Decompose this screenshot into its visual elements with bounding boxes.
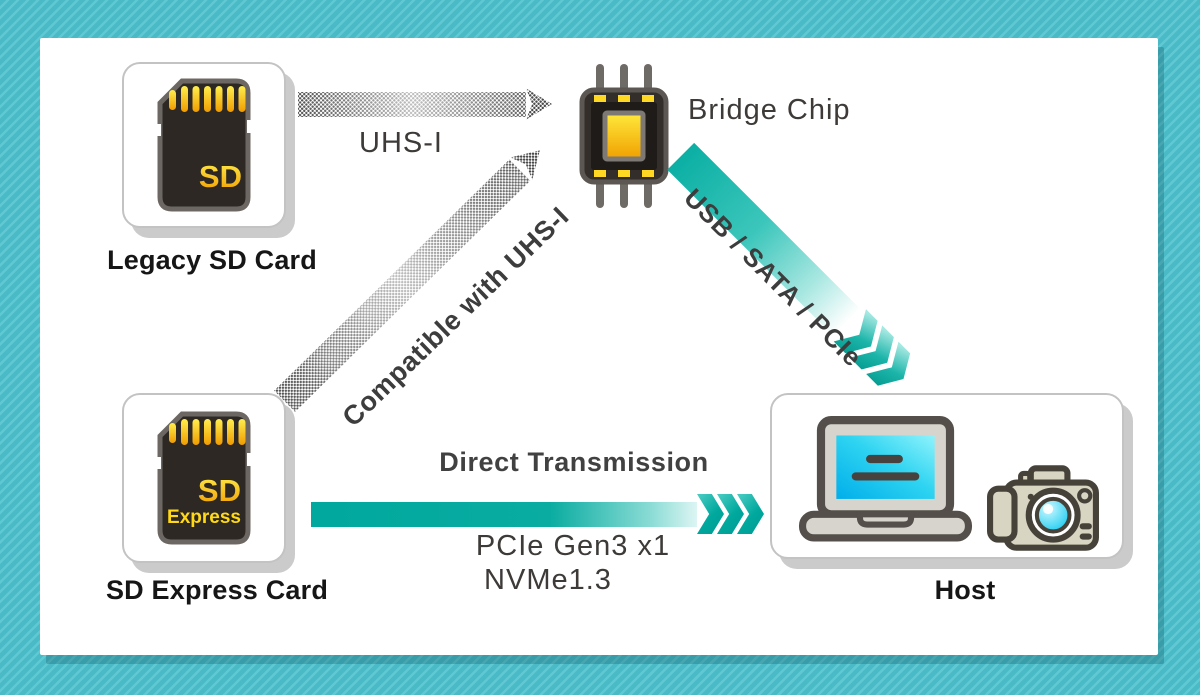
sd-express-card-box: SD Express bbox=[122, 393, 286, 563]
legacy-sd-card-box: SD bbox=[122, 62, 286, 228]
uhs1-arrowhead-icon bbox=[526, 88, 552, 120]
bridge-chip-icon bbox=[579, 64, 669, 208]
direct-transmission-label: Direct Transmission bbox=[439, 447, 709, 477]
direct-transmission-arrow bbox=[311, 494, 764, 534]
legacy-sd-card-label: Legacy SD Card bbox=[107, 245, 317, 275]
sd-express-text-bottom: Express bbox=[167, 507, 241, 528]
uhs1-arrow-bar bbox=[298, 91, 526, 117]
direct-transmission-bar bbox=[311, 501, 697, 527]
laptop-icon bbox=[798, 416, 973, 542]
sd-card-icon: SD bbox=[156, 78, 252, 212]
bridge-chip-label: Bridge Chip bbox=[688, 94, 851, 126]
chevron-icon bbox=[697, 494, 724, 534]
sd-express-card-icon: SD Express bbox=[156, 411, 252, 545]
sd-express-text-top: SD bbox=[198, 473, 241, 508]
sd-card-text: SD bbox=[199, 159, 242, 194]
nvme-label: NVMe1.3 bbox=[484, 564, 612, 596]
uhs1-label: UHS-I bbox=[359, 127, 443, 159]
uhs1-arrow bbox=[298, 87, 552, 121]
host-label: Host bbox=[934, 575, 996, 605]
pcie-gen3-label: PCIe Gen3 x1 bbox=[475, 530, 671, 562]
sd-express-card-label: SD Express Card bbox=[105, 575, 329, 605]
camera-icon bbox=[987, 465, 1099, 551]
